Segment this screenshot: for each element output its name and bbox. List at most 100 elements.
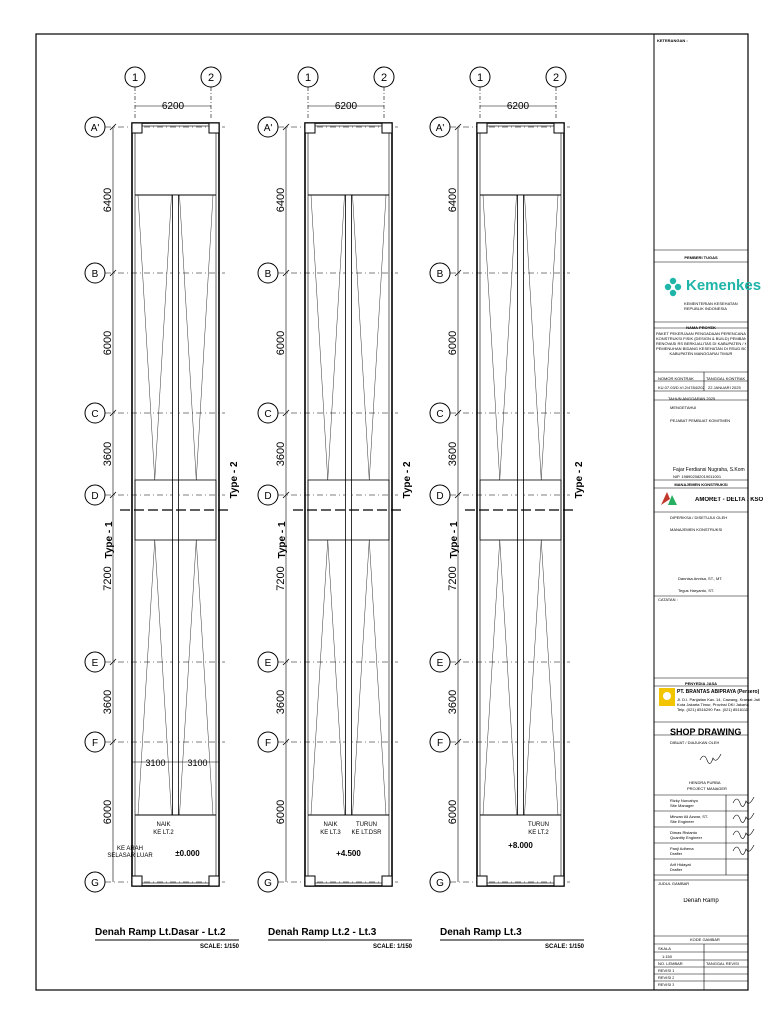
grid-row-label: F bbox=[437, 738, 443, 749]
ramp-label-turun: TURUN bbox=[356, 822, 377, 828]
level-label: +4.500 bbox=[336, 849, 361, 858]
type-2-label: Type - 2 bbox=[574, 461, 585, 498]
dim-row-label: 3600 bbox=[102, 442, 114, 466]
type-1-label: Type - 1 bbox=[449, 521, 460, 558]
contractor-name: PT. BRANTAS ABIPRAYA (Persero) bbox=[677, 689, 760, 695]
dim-tick bbox=[454, 491, 462, 499]
dim-row-label: 6400 bbox=[102, 188, 114, 212]
dibuat-label: DIBUAT / DIAJUKAN OLEH bbox=[670, 740, 720, 745]
grid-row-label: D bbox=[91, 491, 98, 502]
nama-proyek-label: NAMA PROYEK bbox=[686, 325, 716, 330]
ramp-center-divider bbox=[345, 194, 352, 816]
dim-row-label: 7200 bbox=[275, 566, 287, 590]
ramp-label-selasar: SELASAR LUAR bbox=[107, 853, 153, 859]
signature-scribble bbox=[732, 844, 755, 855]
dim-row-label: 6000 bbox=[102, 800, 114, 824]
sign-role-4: Drafter bbox=[670, 851, 683, 856]
dim-width-label: 6200 bbox=[162, 101, 185, 112]
skala-label: SKALA bbox=[658, 946, 671, 951]
sign-role-5: Drafter bbox=[670, 867, 683, 872]
ramp-center-divider bbox=[172, 194, 179, 816]
level-label: ±0.000 bbox=[175, 849, 200, 858]
ramp-label-ke-lt3: KE LT.3 bbox=[320, 830, 341, 836]
dim-tick bbox=[109, 658, 117, 666]
sign-role-2: Site Engineer bbox=[670, 819, 695, 824]
grid-row-label: D bbox=[436, 491, 443, 502]
ppk-nip: NIP. 198902082019011001 bbox=[673, 474, 722, 479]
ppk-label: PEJABAT PEMBUAT KOMITMEN bbox=[670, 418, 731, 423]
grid-row-label: E bbox=[437, 658, 444, 669]
kemenkes-logo-text: Kemenkes bbox=[686, 277, 762, 294]
ramp-label-ke-ldsr: KE LT.DSR bbox=[352, 830, 383, 836]
dim-row-label: 3600 bbox=[275, 442, 287, 466]
sign-role-3: Quantity Engineer bbox=[670, 835, 703, 840]
ramp-label-turun: TURUN bbox=[528, 822, 549, 828]
catatan-label: CATATAN : bbox=[658, 597, 678, 602]
structural-column bbox=[208, 875, 220, 887]
plan-scale: SCALE: 1/150 bbox=[200, 944, 240, 950]
grid-row-label: F bbox=[92, 738, 98, 749]
split-dim-1: 3100 bbox=[145, 758, 165, 768]
dim-row-label: 6000 bbox=[447, 331, 459, 355]
grid-row-label: F bbox=[265, 738, 271, 749]
dim-tick bbox=[109, 269, 117, 277]
grid-row-label: G bbox=[264, 878, 272, 889]
dim-tick bbox=[282, 658, 290, 666]
plan-title: Denah Ramp Lt.Dasar - Lt.2 bbox=[95, 927, 226, 938]
ramp-outer-wall bbox=[304, 122, 393, 887]
grid-row-label: A' bbox=[264, 123, 273, 134]
structural-column bbox=[553, 875, 565, 887]
ministry-line-2: REPUBLIK INDONESIA bbox=[684, 306, 727, 311]
dim-row-label: 3600 bbox=[447, 442, 459, 466]
structural-column bbox=[381, 122, 393, 134]
dim-tick bbox=[282, 269, 290, 277]
grid-row-label: A' bbox=[436, 123, 445, 134]
sign-name-1: Rizky Nurcahyo bbox=[670, 798, 699, 803]
structural-column bbox=[131, 122, 143, 134]
dim-row-label: 3600 bbox=[275, 690, 287, 714]
ppk-name: Fajar Ferdiansi Nugraha, S.Kom bbox=[673, 467, 745, 473]
pm-role: PROJECT MANAGER bbox=[687, 786, 727, 791]
ramp-label-ke-lt2: KE LT.2 bbox=[528, 830, 549, 836]
structural-column bbox=[381, 875, 393, 887]
project-desc-5: KABUPATEN MANGGARAI TIMUR bbox=[669, 351, 733, 356]
dim-row-label: 6000 bbox=[102, 331, 114, 355]
type-2-label: Type - 2 bbox=[229, 461, 240, 498]
plan-title: Denah Ramp Lt.2 - Lt.3 bbox=[268, 927, 377, 938]
structural-column bbox=[476, 875, 488, 887]
grid-row-label: G bbox=[436, 878, 444, 889]
dim-tick bbox=[282, 409, 290, 417]
grid-row-label: C bbox=[436, 409, 443, 420]
dim-tick bbox=[454, 658, 462, 666]
dim-tick bbox=[454, 738, 462, 746]
grid-row-label: C bbox=[264, 409, 271, 420]
mk-person-2: Tegus Haryanto, ST. bbox=[678, 588, 715, 593]
revisi-row-1: REVISI 1 bbox=[658, 968, 675, 973]
dim-row-label: 6400 bbox=[275, 188, 287, 212]
grid-col-label: 1 bbox=[305, 72, 311, 84]
structural-column bbox=[304, 875, 316, 887]
revisi-date-label: TANGGAL REVISI bbox=[706, 961, 739, 966]
project-desc-2: KONSTRUKSI FISIK (DESIGN & BUILD) PEMBAN… bbox=[656, 336, 746, 341]
pm-name: HENDRA PURBA bbox=[689, 780, 721, 785]
sign-name-4: Panji Adhena bbox=[670, 846, 694, 851]
dim-row-label: 6400 bbox=[447, 188, 459, 212]
dim-tick bbox=[109, 123, 117, 131]
brantas-logo-icon bbox=[659, 688, 675, 706]
grid-row-label: B bbox=[92, 269, 99, 280]
dim-row-label: 6000 bbox=[275, 800, 287, 824]
tahun-anggaran: TAHUN ANGGARAN 2025 bbox=[668, 396, 716, 401]
structural-column bbox=[553, 122, 565, 134]
contract-date: 22 JANUARI 2025 bbox=[708, 385, 741, 390]
level-label: +8.000 bbox=[508, 841, 533, 850]
signature-scribble bbox=[732, 828, 755, 839]
penyedia-label: PENYEDIA JASA bbox=[684, 681, 718, 686]
contract-no: KU.07.03/D.VI.2/4784/2025 bbox=[658, 385, 704, 390]
mk-name: AMORET - DELTA , KSO bbox=[695, 497, 764, 503]
grid-col-label: 2 bbox=[208, 72, 214, 84]
dim-width-label: 6200 bbox=[335, 101, 358, 112]
dim-tick bbox=[282, 491, 290, 499]
